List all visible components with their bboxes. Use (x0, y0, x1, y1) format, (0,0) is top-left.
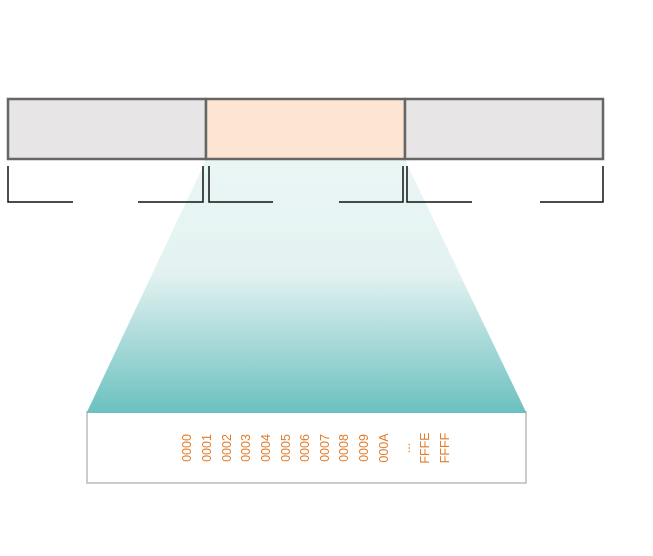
code-label: 000A (377, 433, 391, 463)
code-box (86, 411, 527, 484)
bracket-left-b (138, 166, 204, 203)
bracket-mid-a (208, 166, 273, 203)
code-label: 0007 (318, 434, 332, 462)
code-label: 0006 (298, 434, 312, 462)
segment-right (403, 97, 605, 161)
code-label: FFFF (438, 432, 452, 463)
code-label: 0003 (239, 434, 253, 462)
brackets (7, 166, 604, 203)
segment-middle (204, 97, 407, 161)
code-label: ... (399, 443, 413, 453)
bracket-right-b (540, 166, 604, 203)
bracket-mid-b (339, 166, 404, 203)
code-label: FFFE (418, 432, 432, 463)
code-label: 0002 (220, 434, 234, 462)
code-label: 0008 (337, 434, 351, 462)
segment-left (6, 97, 208, 161)
code-label: 0000 (180, 434, 194, 462)
bracket-left-a (7, 166, 73, 203)
code-label: 0005 (279, 434, 293, 462)
code-labels: 0000 0001 0002 0003 0004 0005 0006 0007 0008 0009… (180, 432, 452, 463)
code-label: 0004 (259, 434, 273, 462)
bracket-right-a (406, 166, 472, 203)
code-label: 0009 (357, 434, 371, 462)
code-label: 0001 (200, 434, 214, 462)
zoom-projection (87, 160, 526, 412)
